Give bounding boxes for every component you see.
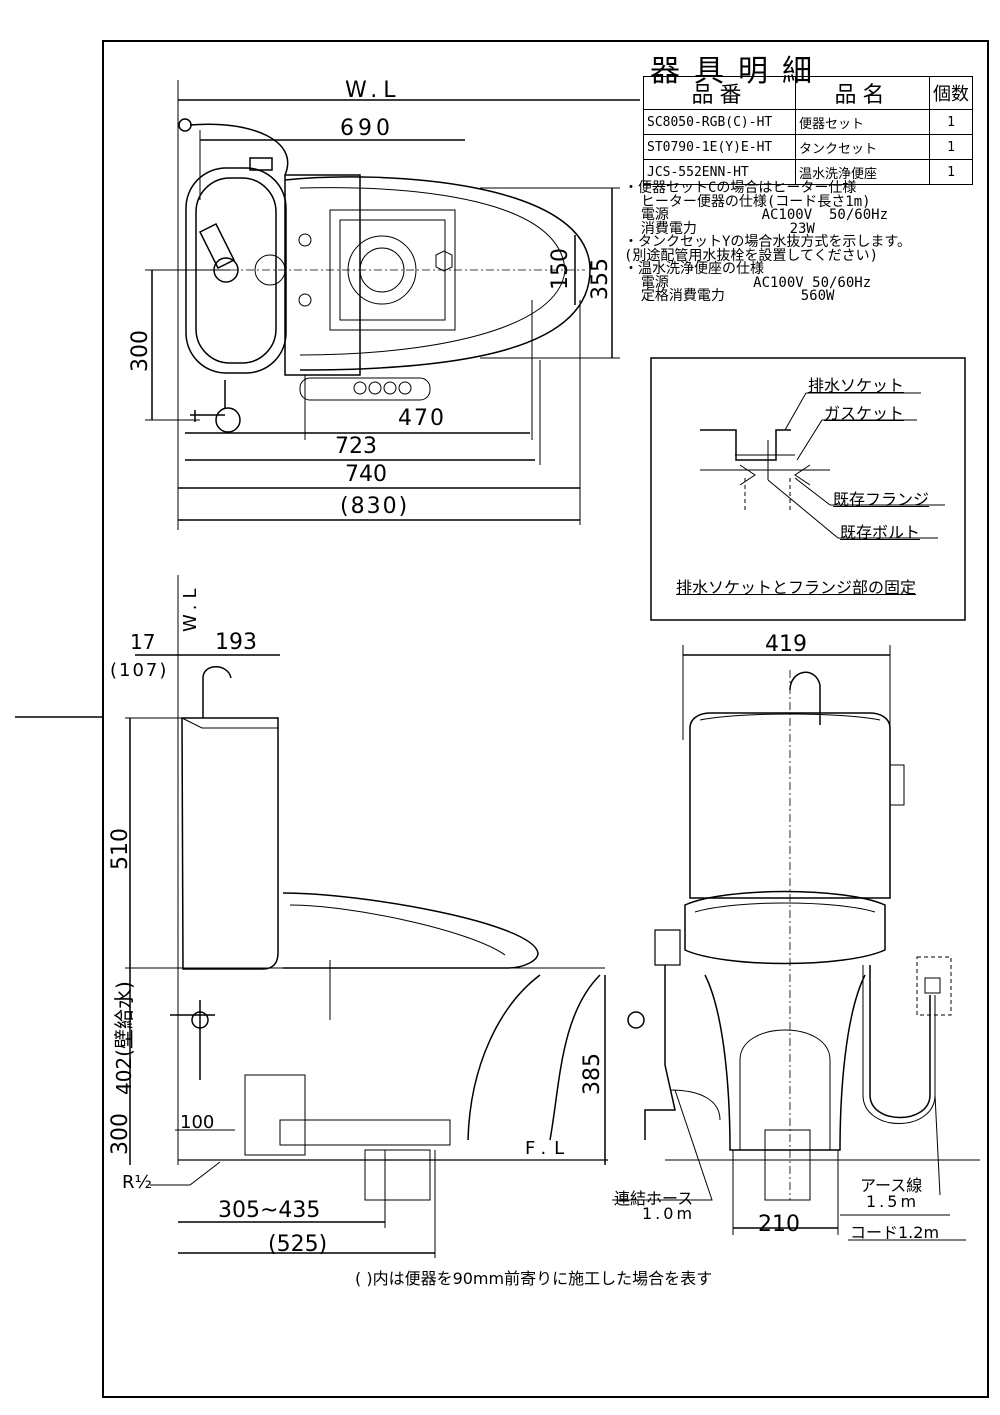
label-earth-length: 1.5m (866, 1192, 920, 1211)
note-line: ヒーター便器の仕様(コード長さ1m) (624, 193, 871, 210)
dim-305-435: 305~435 (218, 1198, 321, 1223)
dim-830: (830) (340, 494, 410, 519)
note-line: ・便器セットCの場合はヒーター仕様 (624, 180, 857, 196)
part-name: 温水洗浄便座 (795, 159, 930, 185)
header-qty: 個数 (929, 76, 973, 110)
dim-690: 690 (340, 116, 394, 141)
part-qty: 1 (929, 159, 973, 185)
label-gasket: ガスケット (824, 404, 905, 423)
dim-740: 740 (345, 462, 387, 487)
dim-193: 193 (215, 630, 257, 655)
part-code: ST0790-1E(Y)E-HT (643, 134, 796, 160)
top-view (145, 80, 640, 530)
dim-150: 150 (548, 248, 573, 290)
part-qty: 1 (929, 109, 973, 135)
dim-402: 402(壁給水) (112, 981, 136, 1095)
note-line: ・タンクセットYの場合水抜方式を示します。 (624, 234, 912, 250)
dim-385: 385 (580, 1053, 605, 1095)
part-qty: 1 (929, 134, 973, 160)
dim-300-side: 300 (108, 1113, 133, 1155)
dim-723: 723 (335, 434, 377, 459)
label-hose-length: 1.0m (642, 1204, 696, 1223)
table-row: SC8050-RGB(C)-HT 便器セット 1 (643, 109, 973, 135)
dim-17: 17 (130, 630, 156, 654)
dim-210: 210 (758, 1212, 800, 1237)
part-name: タンクセット (795, 134, 930, 160)
note-line: 消費電力 23W (624, 220, 815, 237)
dim-419: 419 (765, 632, 807, 657)
dim-100: 100 (180, 1112, 215, 1133)
part-code: SC8050-RGB(C)-HT (643, 109, 796, 135)
label-existing-bolt: 既存ボルト (840, 523, 921, 542)
dim-wl-side: W.L (180, 582, 201, 632)
dim-510: 510 (108, 828, 133, 870)
label-existing-flange: 既存フランジ (833, 490, 930, 509)
note-line: 定格消費電力 560W (624, 288, 835, 304)
dim-470: 470 (398, 406, 446, 431)
parts-table-header: 品番 品名 個数 (643, 76, 973, 110)
part-name: 便器セット (795, 109, 930, 135)
dim-wl-top: W.L (345, 78, 402, 103)
header-code: 品番 (643, 76, 796, 110)
dim-300-top: 300 (128, 330, 153, 372)
label-cord-length: コード1.2m (850, 1223, 940, 1242)
parts-table: 品番 品名 個数 SC8050-RGB(C)-HT 便器セット 1 ST0790… (643, 76, 973, 185)
header-name: 品名 (795, 76, 930, 110)
dim-fl: F.L (525, 1138, 573, 1159)
note-line: ・温水洗浄便座の仕様 (624, 261, 764, 277)
detail-caption: 排水ソケットとフランジ部の固定 (676, 578, 917, 597)
table-row: JCS-552ENN-HT 温水洗浄便座 1 (643, 159, 973, 185)
side-view (125, 575, 608, 1258)
detail-box (650, 357, 966, 621)
dim-525: (525) (268, 1232, 328, 1257)
part-code: JCS-552ENN-HT (643, 159, 796, 185)
note-line: (別途配管用水抜栓を設置してください) (624, 247, 879, 264)
footer-note: ( )内は便器を90mm前寄りに施工した場合を表す (355, 1269, 713, 1288)
label-drain-socket: 排水ソケット (808, 376, 905, 395)
table-row: ST0790-1E(Y)E-HT タンクセット 1 (643, 134, 973, 160)
spec-notes: ・便器セットCの場合はヒーター仕様 ヒーター便器の仕様(コード長さ1m) 電源 … (624, 180, 912, 304)
label-connection-hose: 連結ホース (614, 1189, 694, 1208)
label-earth-wire: アース線 (860, 1176, 923, 1195)
dim-107: (107) (110, 660, 169, 681)
dim-r-half: R½ (122, 1172, 152, 1193)
front-view (612, 645, 980, 1241)
note-line: 電源 AC100V 50/60Hz (624, 207, 889, 223)
note-line: 電源 AC100V 50/60Hz (624, 274, 872, 291)
dim-355: 355 (588, 258, 613, 300)
